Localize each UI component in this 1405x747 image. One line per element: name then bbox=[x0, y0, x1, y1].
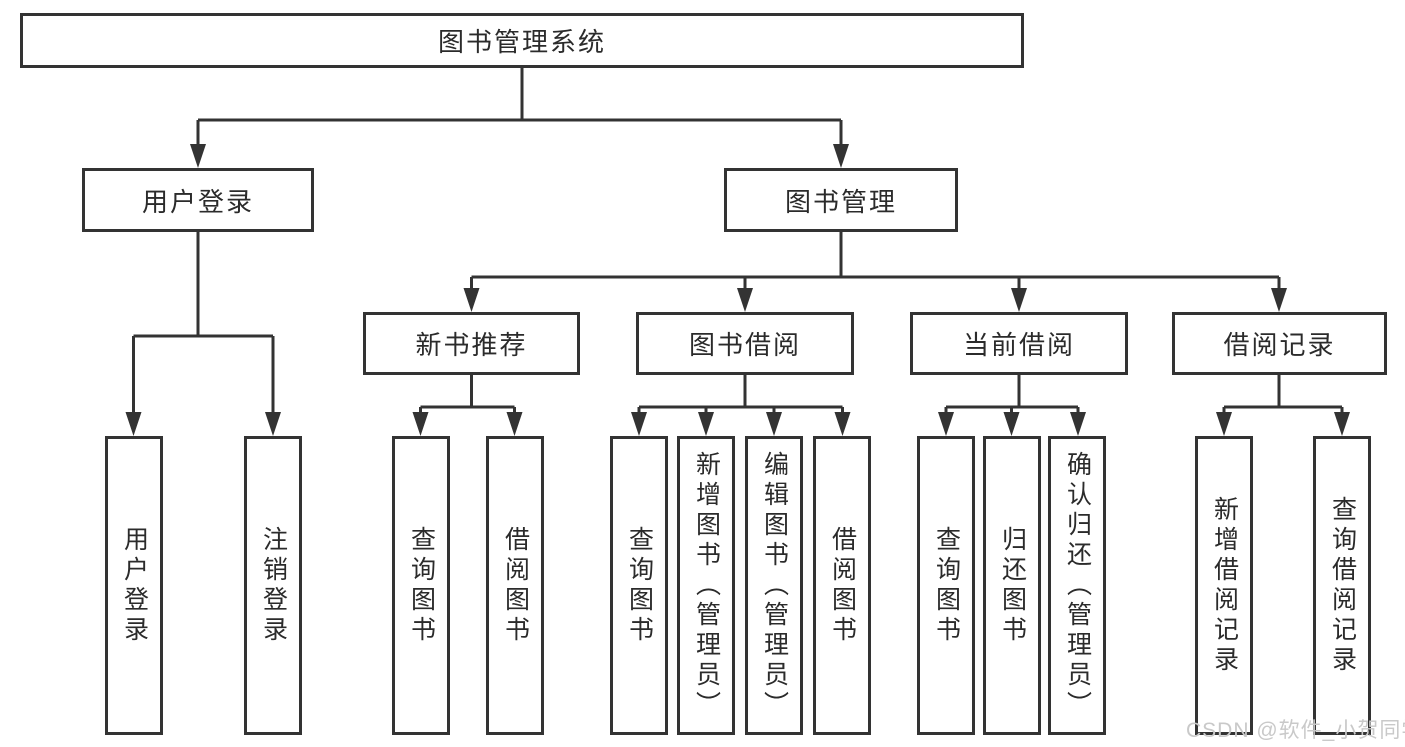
node-borrow-records: 借阅记录 bbox=[1172, 312, 1387, 375]
node-book-borrow-label: 图书借阅 bbox=[688, 330, 801, 360]
node-current-borrow-label: 当前借阅 bbox=[962, 330, 1075, 360]
leaf-logout-label: 注销登录 bbox=[259, 525, 288, 646]
leaf-confirm-return-admin: 确认归还（管理员） bbox=[1048, 436, 1106, 735]
leaf-return-books: 归还图书 bbox=[983, 436, 1041, 735]
leaf-add-borrow-record-label: 新增借阅记录 bbox=[1210, 495, 1239, 676]
node-user-login: 用户登录 bbox=[82, 168, 314, 232]
node-borrow-records-label: 借阅记录 bbox=[1223, 330, 1336, 360]
leaf-user-login-label: 用户登录 bbox=[120, 525, 149, 646]
leaf-add-books-admin: 新增图书（管理员） bbox=[677, 436, 735, 735]
leaf-query-borrow-record-label: 查询借阅记录 bbox=[1328, 495, 1357, 676]
node-book-management-label: 图书管理 bbox=[784, 186, 897, 217]
leaf-borrow-books-recommend: 借阅图书 bbox=[486, 436, 544, 735]
node-user-login-label: 用户登录 bbox=[141, 186, 254, 217]
leaf-logout: 注销登录 bbox=[244, 436, 302, 735]
watermark: CSDN @软件_小贺同学 bbox=[1186, 719, 1405, 742]
leaf-edit-books-admin: 编辑图书（管理员） bbox=[745, 436, 803, 735]
leaf-add-books-admin-label: 新增图书（管理员） bbox=[692, 450, 721, 721]
leaf-query-books-current: 查询图书 bbox=[917, 436, 975, 735]
leaf-add-borrow-record: 新增借阅记录 bbox=[1195, 436, 1253, 735]
leaf-query-books-recommend-label: 查询图书 bbox=[407, 525, 436, 646]
node-new-book-recommend: 新书推荐 bbox=[363, 312, 580, 375]
leaf-query-books-recommend: 查询图书 bbox=[392, 436, 450, 735]
node-root-label: 图书管理系统 bbox=[437, 27, 606, 57]
leaf-query-books-current-label: 查询图书 bbox=[932, 525, 961, 646]
node-book-management: 图书管理 bbox=[724, 168, 958, 232]
arrowheads bbox=[125, 144, 1350, 436]
leaf-query-borrow-record: 查询借阅记录 bbox=[1313, 436, 1371, 735]
node-root: 图书管理系统 bbox=[20, 13, 1024, 68]
node-new-book-recommend-label: 新书推荐 bbox=[415, 330, 528, 360]
leaf-return-books-label: 归还图书 bbox=[998, 525, 1027, 646]
leaf-user-login: 用户登录 bbox=[105, 436, 163, 735]
node-current-borrow: 当前借阅 bbox=[910, 312, 1128, 375]
leaf-edit-books-admin-label: 编辑图书（管理员） bbox=[760, 450, 789, 721]
leaf-confirm-return-admin-label: 确认归还（管理员） bbox=[1063, 450, 1092, 721]
leaf-borrow-books: 借阅图书 bbox=[813, 436, 871, 735]
node-book-borrow: 图书借阅 bbox=[636, 312, 854, 375]
leaf-borrow-books-recommend-label: 借阅图书 bbox=[501, 525, 530, 646]
leaf-query-books-borrow: 查询图书 bbox=[610, 436, 668, 735]
leaf-query-books-borrow-label: 查询图书 bbox=[625, 525, 654, 646]
leaf-borrow-books-label: 借阅图书 bbox=[828, 525, 857, 646]
